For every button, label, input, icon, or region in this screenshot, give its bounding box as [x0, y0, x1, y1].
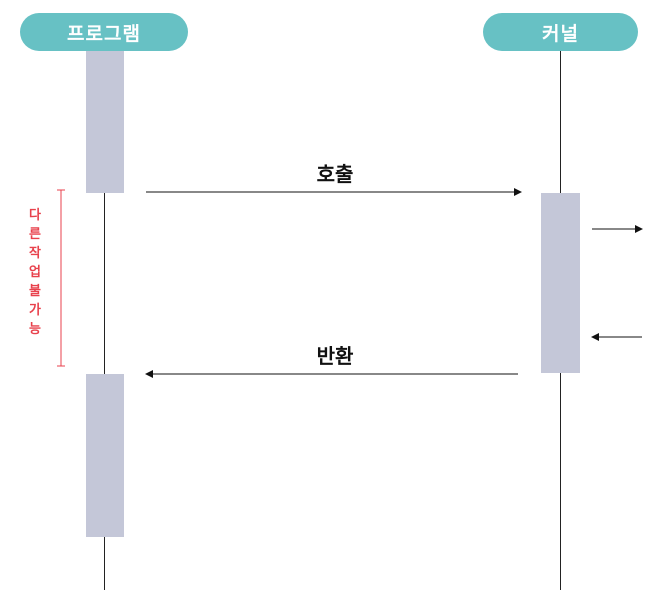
activation-program-before-call — [86, 51, 124, 193]
activation-program-after-return — [86, 374, 124, 537]
participant-program: 프로그램 — [20, 13, 188, 51]
blocked-period-label: 다른작업불가능 — [29, 208, 41, 337]
activation-kernel — [541, 193, 580, 373]
message-call-label: 호출 — [316, 162, 354, 186]
blocked-period-bracket — [57, 189, 65, 367]
participant-kernel: 커널 — [483, 13, 638, 51]
message-return-label: 반환 — [316, 344, 354, 368]
lifeline-program — [104, 51, 105, 590]
